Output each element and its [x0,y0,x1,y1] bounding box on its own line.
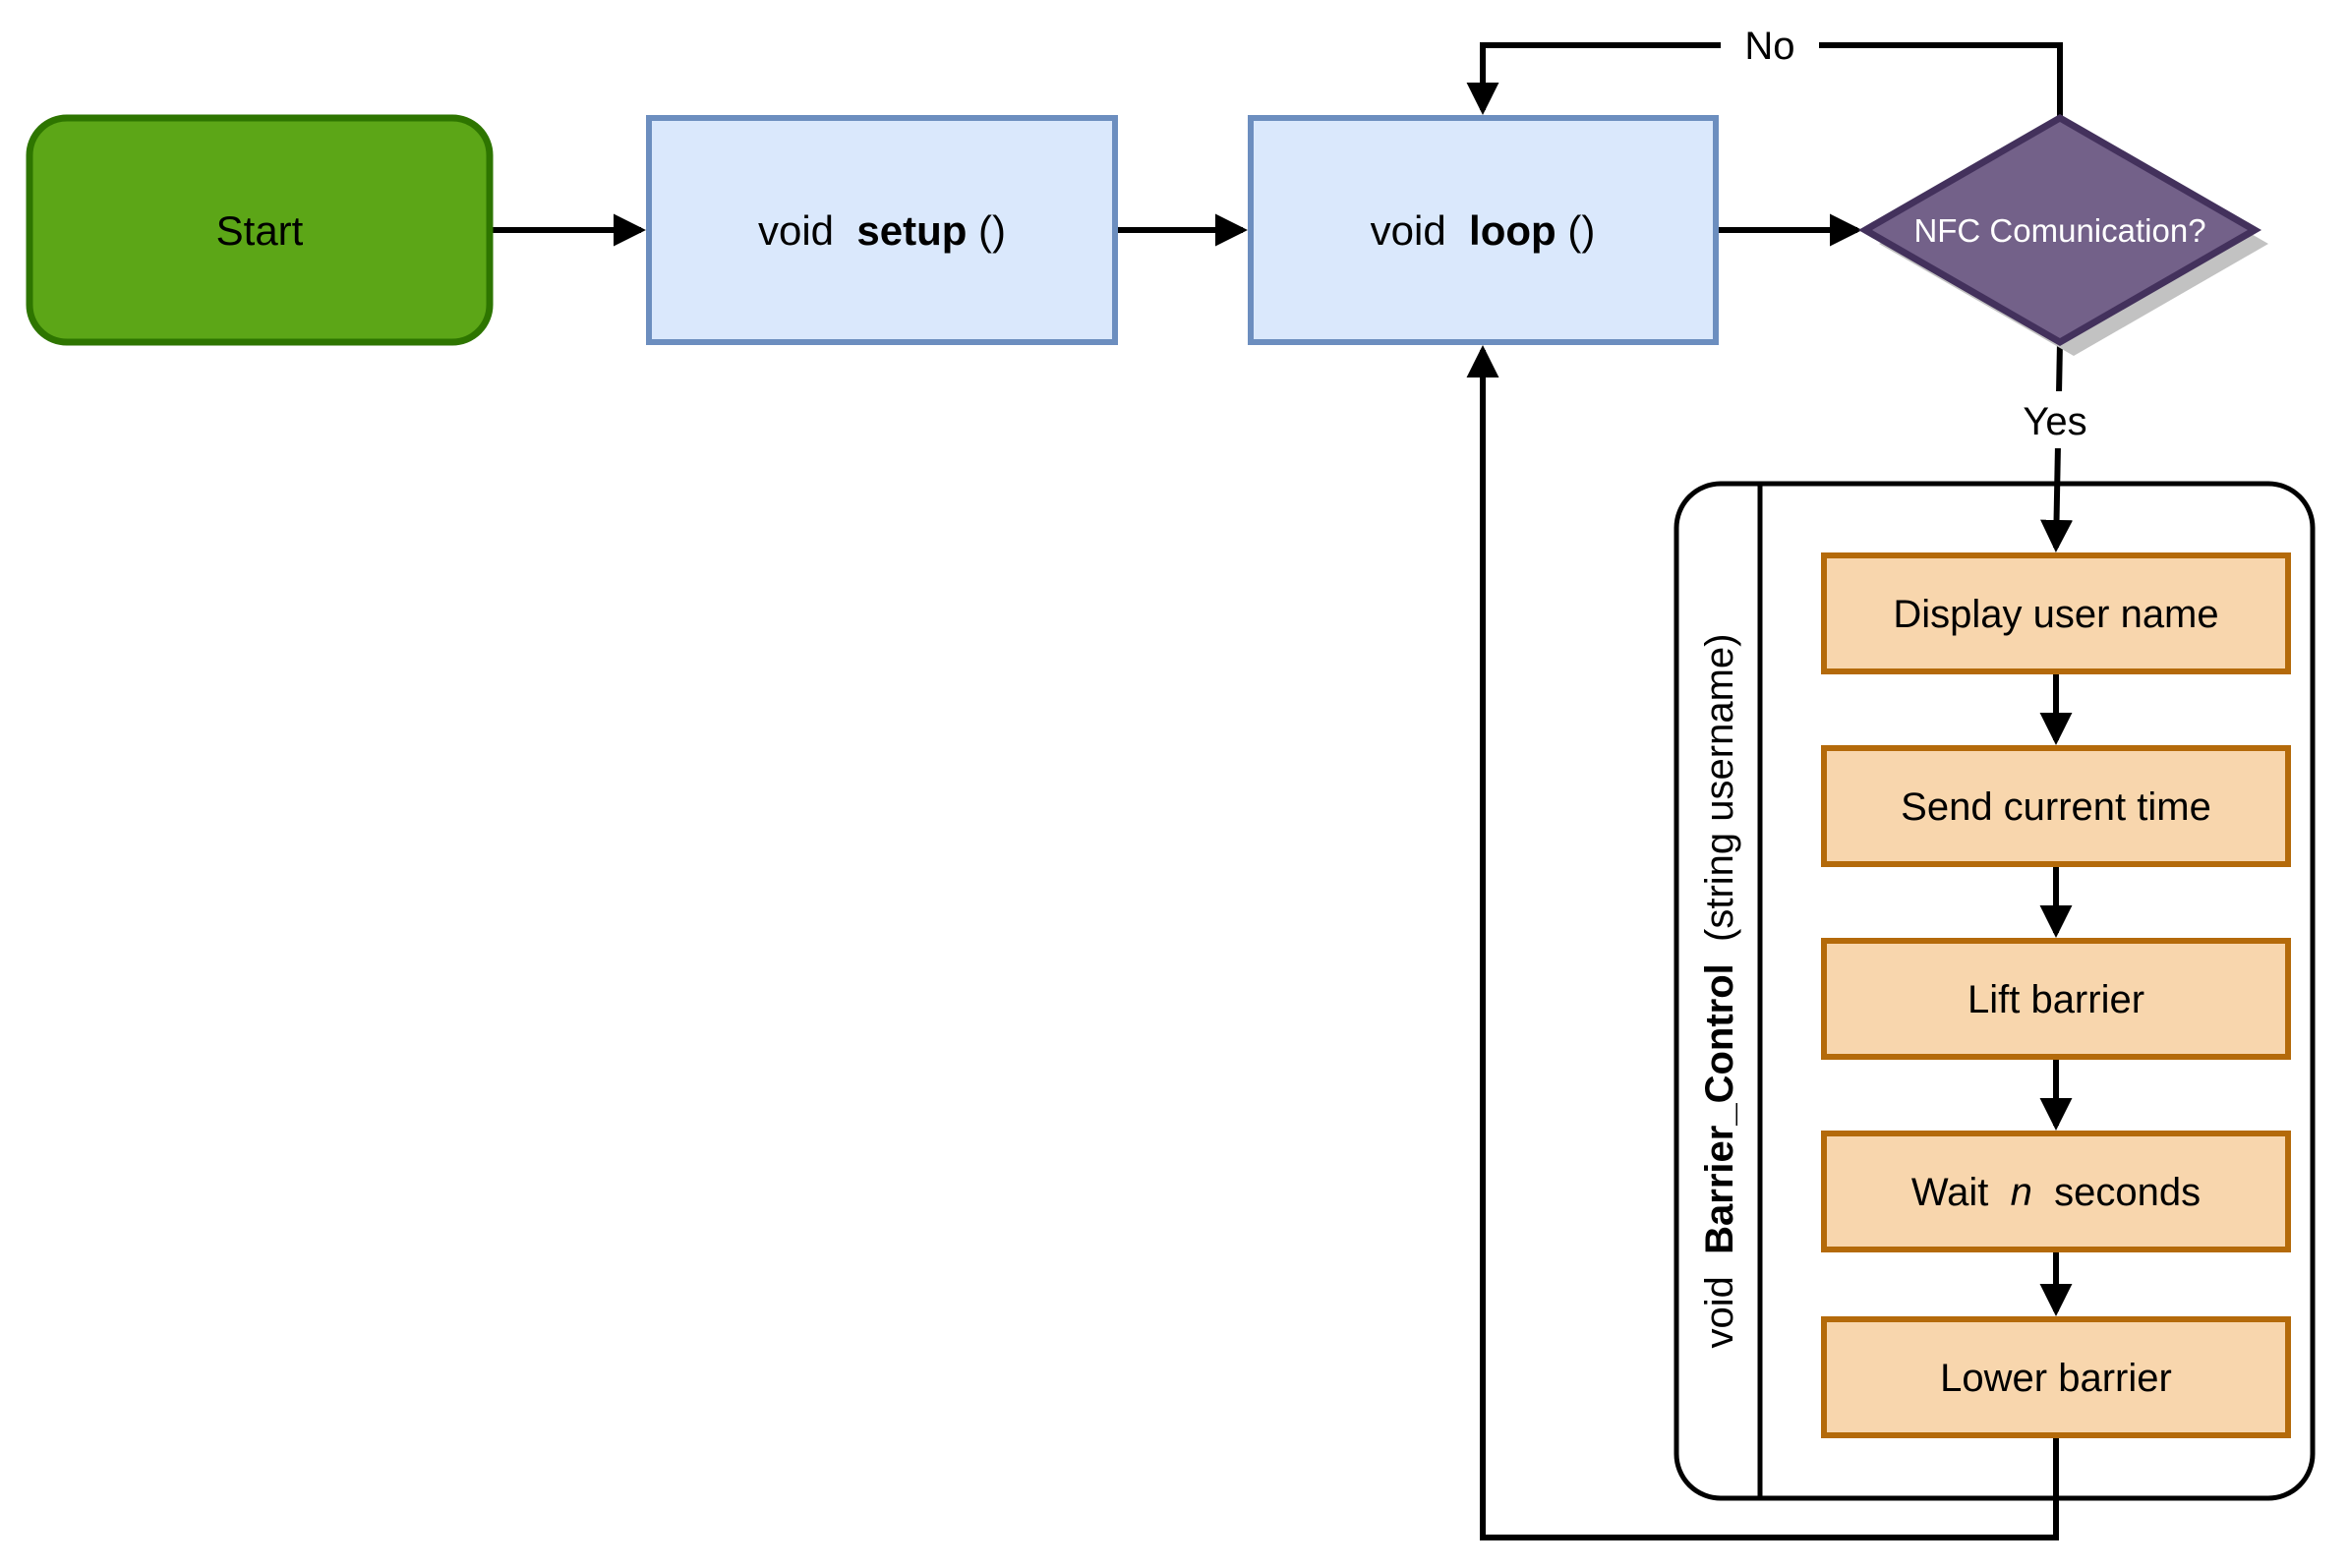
edge-return-to-loop [1466,345,2059,1540]
subroutine-title-pre: void [1698,1265,1741,1349]
step-lower-barrier-label: Lower barrier [1940,1357,2172,1400]
decision-diamond [1857,113,2262,347]
step-send-current-time [1821,745,2291,867]
wait-label-pre: Wait [1911,1171,2000,1214]
step-lower-barrier [1821,1316,2291,1438]
subroutine-title-post: (string username) [1698,634,1741,954]
step-wait-n-seconds [1821,1131,2291,1252]
loop-label-name: loop [1469,207,1556,254]
decision-label: NFC Comunication? [1913,212,2205,249]
no-label-mask [1721,18,1819,75]
yes-label-mask [1996,391,2114,448]
no-edge-label: No [1744,25,1794,68]
wait-label-post: seconds [2043,1171,2201,1214]
loop-node-label: void loop () [1371,207,1596,254]
subroutine-title: void Barrier_Control (string username) [1698,634,1741,1349]
loop-label-pre: void [1371,207,1458,254]
step-send-current-time-label: Send current time [1901,785,2211,829]
start-node [26,114,494,346]
wait-label-n: n [2011,1171,2032,1214]
step-lift-barrier [1821,938,2291,1060]
setup-label-post: () [978,207,1006,254]
step-wait-n-seconds-label: Wait n seconds [1911,1171,2201,1214]
step-display-user-name-label: Display user name [1893,593,2218,636]
step-lift-barrier-label: Lift barrier [1967,978,2144,1021]
setup-label-name: setup [856,207,967,254]
start-node-label: Start [216,207,304,254]
subroutine-title-name: Barrier_Control [1698,963,1741,1254]
setup-label-pre: void [758,207,846,254]
loop-node [1248,115,1719,345]
loop-label-post: () [1567,207,1595,254]
setup-node-label: void setup () [758,207,1006,254]
step-display-user-name [1821,552,2291,674]
yes-edge-label: Yes [2023,400,2086,443]
setup-node [646,115,1118,345]
